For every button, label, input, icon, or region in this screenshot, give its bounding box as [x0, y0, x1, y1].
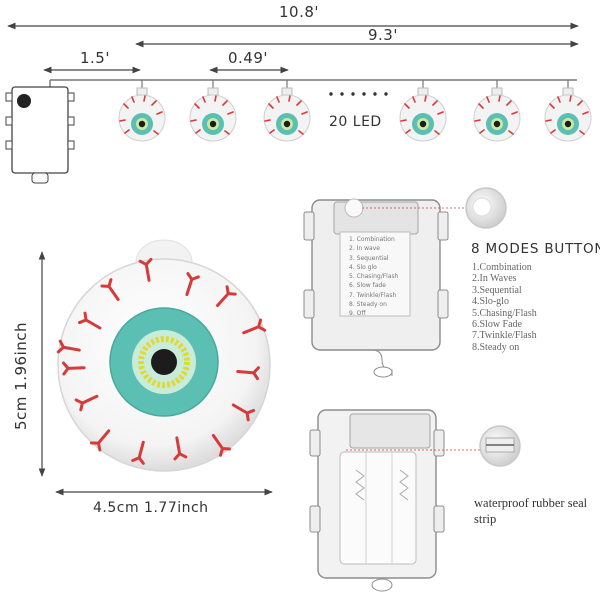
mode-item: 6.Slow Fade [472, 319, 522, 331]
box-mode-item: 8. Steady on [349, 301, 387, 309]
modes-title: 8 MODES BUTTON [471, 241, 600, 257]
mode-item: 5.Chasing/Flash [472, 307, 537, 319]
eyeball-bulb-icon [473, 80, 521, 142]
total-length-label: 10.8' [279, 3, 320, 21]
box-mode-item: 9. Off [349, 310, 366, 318]
eyeball-bulb-icon [544, 80, 592, 142]
eyeball-bulb-icon [189, 80, 237, 142]
box-mode-item: 5. Chasing/Flash [349, 273, 399, 281]
led-count-label: 20 LED [329, 114, 382, 130]
box-mode-item: 3. Sequential [349, 254, 389, 262]
mode-item: 3.Sequential [472, 284, 522, 296]
box-mode-item: 2. In wave [349, 245, 380, 253]
small-battery-box-icon [5, 86, 75, 184]
eyeball-width-label: 4.5cm 1.77inch [93, 500, 209, 516]
large-eyeball-icon [56, 239, 271, 472]
box-mode-item: 4. Slo glo [349, 263, 377, 271]
lead-wire-label: 1.5' [80, 49, 110, 67]
battery-box-bottom [309, 409, 445, 592]
seal-strip-label: waterproof rubber seal strip [474, 496, 588, 526]
box-mode-item: 6. Slow fade [349, 282, 386, 290]
eyeball-bulb-icon [118, 80, 166, 142]
mode-item: 2.In Waves [472, 273, 517, 285]
light-span-label: 9.3' [368, 26, 398, 44]
mode-item: 8.Steady on [472, 341, 520, 353]
eyeball-bulb-icon [399, 80, 447, 142]
eyeball-bulb-icon [263, 80, 311, 142]
box-mode-item: 1. Combination [349, 236, 395, 243]
mode-item: 1.Combination [472, 262, 532, 273]
mode-item: 7.Twinkle/Flash [472, 330, 537, 342]
eyeball-height-label: 5cm 1.96inch [12, 322, 30, 430]
battery-box-top [303, 198, 449, 378]
mode-item: 4.Slo-glo [472, 296, 509, 308]
more-leds-dots [329, 92, 388, 96]
box-mode-item: 7. Twinkle/Flash [349, 291, 397, 299]
spacing-label: 0.49' [228, 49, 269, 67]
eyeball-bulbs [118, 80, 592, 142]
